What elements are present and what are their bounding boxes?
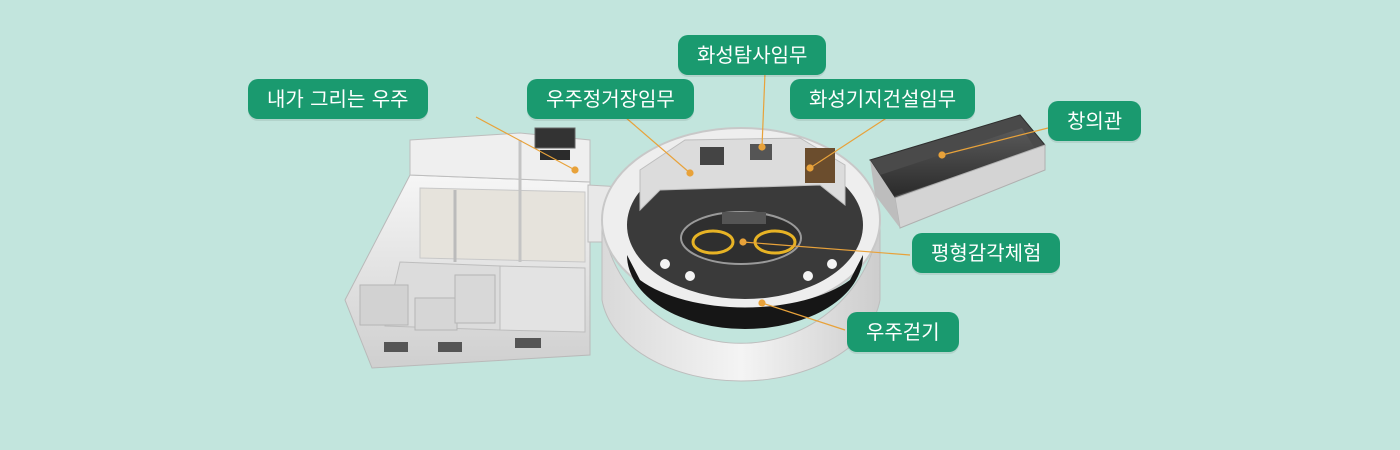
label-creation-hall: 창의관 xyxy=(1048,101,1142,141)
label-mars-base: 화성기지건설임무 xyxy=(790,79,976,119)
dome-building xyxy=(601,127,881,382)
label-space-station: 우주정거장임무 xyxy=(527,79,694,119)
left-building xyxy=(344,127,591,369)
label-balance-experience: 평형감각체험 xyxy=(912,233,1061,273)
tunnel-creation-hall xyxy=(869,114,1046,229)
leader-lines xyxy=(475,72,1049,331)
label-space-walk: 우주걷기 xyxy=(847,312,959,352)
label-my-universe: 내가 그리는 우주 xyxy=(248,79,428,119)
label-mars-exploration: 화성탐사임무 xyxy=(678,35,827,75)
